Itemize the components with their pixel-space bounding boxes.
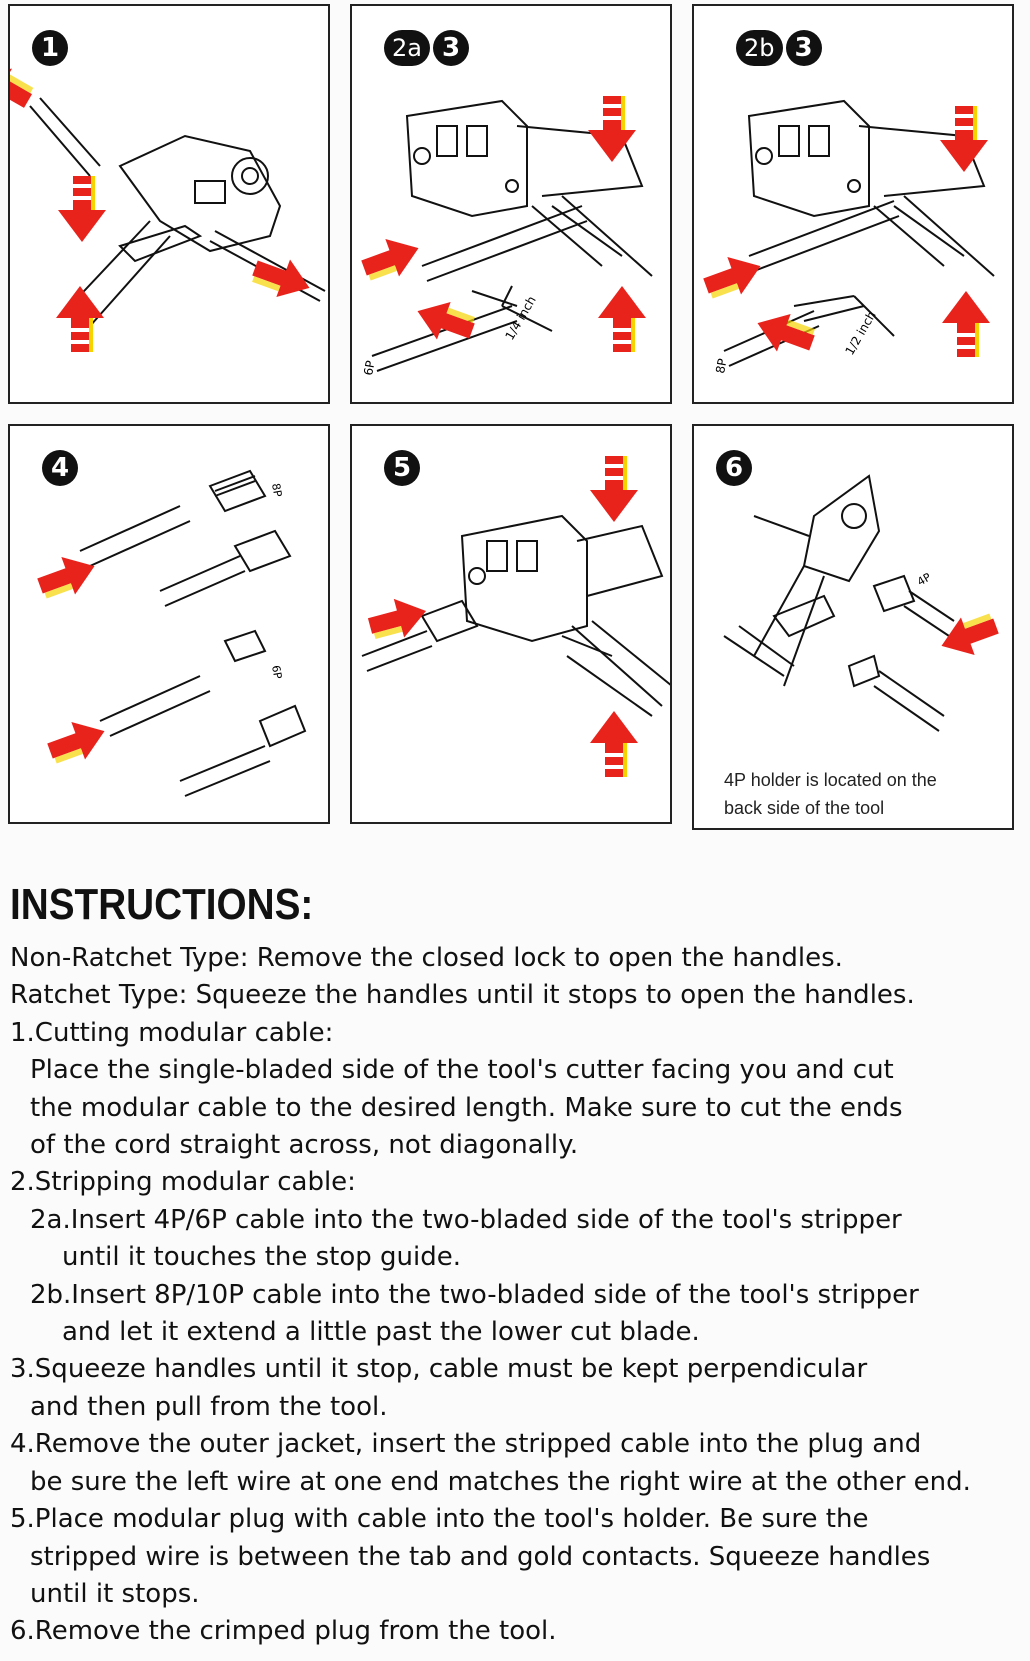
step-5-panel: 5 bbox=[350, 424, 672, 824]
instruction-line: Ratchet Type: Squeeze the handles until … bbox=[10, 980, 915, 1011]
step-number: 4 bbox=[42, 450, 78, 486]
plug-removal-illustration: 4P bbox=[723, 474, 1003, 732]
instruction-line: of the cord straight across, not diagona… bbox=[30, 1130, 579, 1161]
step-badge: 2b 3 bbox=[736, 30, 824, 66]
instruction-line: 3.Squeeze handles until it stop, cable m… bbox=[10, 1354, 868, 1385]
instruction-line: Place the single-bladed side of the tool… bbox=[30, 1055, 894, 1086]
step-1-panel: 1 bbox=[8, 4, 330, 404]
instruction-line: 5.Place modular plug with cable into the… bbox=[10, 1504, 869, 1535]
instruction-line: until it touches the stop guide. bbox=[62, 1242, 462, 1273]
step-badge: 1 bbox=[32, 30, 70, 66]
instruction-line: and then pull from the tool. bbox=[30, 1391, 388, 1422]
step-2b-3-panel: 2b 3 8P 1/2 inch bbox=[692, 4, 1014, 404]
instruction-line: 6.Remove the crimped plug from the tool. bbox=[10, 1616, 557, 1647]
instruction-line: 2a.Insert 4P/6P cable into the two-blade… bbox=[30, 1204, 902, 1235]
strip-length-label: 1/2 inch bbox=[842, 309, 878, 358]
instruction-line: Non-Ratchet Type: Remove the closed lock… bbox=[10, 943, 843, 973]
instruction-line: until it stops. bbox=[30, 1578, 200, 1609]
instruction-line: and let it extend a little past the lowe… bbox=[62, 1317, 700, 1348]
crimp-tool-stripping-illustration: 6P 1/4 inch bbox=[357, 96, 653, 377]
instruction-line: 1.Cutting modular cable: bbox=[10, 1017, 334, 1048]
step-badge: 6 bbox=[716, 450, 754, 486]
cable-label: 6P bbox=[361, 359, 377, 376]
instructions-list: Non-Ratchet Type: Remove the closed lock… bbox=[10, 940, 1020, 1651]
step-6-panel: 6 4P 4P holder is located on the back si… bbox=[692, 424, 1014, 830]
strip-length-label: 1/4 inch bbox=[502, 294, 538, 343]
step-number: 2a bbox=[384, 30, 430, 66]
step-2a-3-panel: 2a 3 6P 1/4 inch bbox=[350, 4, 672, 404]
step-badge: 2a 3 bbox=[384, 30, 471, 66]
instruction-line: 2.Stripping modular cable: bbox=[10, 1167, 356, 1198]
instruction-line: 2b.Insert 8P/10P cable into the two-blad… bbox=[30, 1279, 919, 1310]
plug-type-label: 6P bbox=[269, 664, 284, 680]
step-number: 1 bbox=[32, 30, 68, 66]
plug-type-label: 8P bbox=[269, 482, 284, 498]
step-number: 2b bbox=[736, 30, 783, 66]
plug-type-label: 4P bbox=[915, 570, 934, 588]
step-badge: 5 bbox=[384, 450, 422, 486]
instruction-line: stripped wire is between the tab and gol… bbox=[30, 1541, 931, 1572]
step-badge: 4 bbox=[42, 450, 80, 486]
step-number: 3 bbox=[785, 30, 822, 66]
step-4-panel: 4 8P 6P bbox=[8, 424, 330, 824]
instructions-title: INSTRUCTIONS: bbox=[10, 880, 314, 929]
crimp-tool-cutting-illustration bbox=[10, 54, 326, 352]
crimping-illustration bbox=[361, 456, 670, 777]
instruction-line: 4.Remove the outer jacket, insert the st… bbox=[10, 1429, 922, 1460]
plug-insertion-illustration: 8P 6P bbox=[33, 469, 307, 797]
instruction-line: be sure the left wire at one end matches… bbox=[30, 1466, 971, 1497]
step-number: 6 bbox=[716, 450, 752, 486]
step-number: 3 bbox=[432, 30, 469, 66]
step-number: 5 bbox=[384, 450, 420, 486]
instruction-line: the modular cable to the desired length.… bbox=[30, 1092, 903, 1123]
cable-label: 8P bbox=[713, 357, 729, 374]
holder-note: 4P holder is located on the back side of… bbox=[724, 770, 937, 818]
crimp-tool-stripping-illustration: 8P 1/2 inch bbox=[699, 99, 995, 375]
